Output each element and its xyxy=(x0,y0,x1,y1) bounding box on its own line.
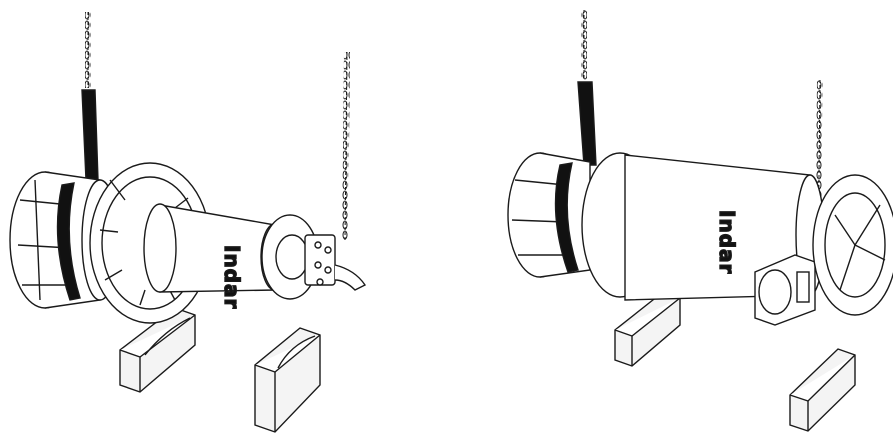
lifting-strap-left-2 xyxy=(577,81,597,166)
brand-logo-left: Indar xyxy=(220,245,244,309)
brand-logo-right: Indar xyxy=(715,210,739,274)
discharge-flange xyxy=(812,174,893,316)
terminal-box xyxy=(754,254,816,326)
support-block-right xyxy=(254,327,321,433)
motor-end-cover-left xyxy=(261,214,367,300)
support-block-left xyxy=(119,307,196,393)
lifting-strap-left xyxy=(81,89,99,181)
seal-band-left xyxy=(56,182,81,301)
suction-housing-2 xyxy=(507,152,591,278)
seal-band-right xyxy=(554,162,579,273)
left-figure: Indar xyxy=(9,12,367,433)
support-block-right-2 xyxy=(789,348,856,432)
support-block-left-2 xyxy=(614,291,681,367)
right-figure: Indar xyxy=(507,10,893,432)
